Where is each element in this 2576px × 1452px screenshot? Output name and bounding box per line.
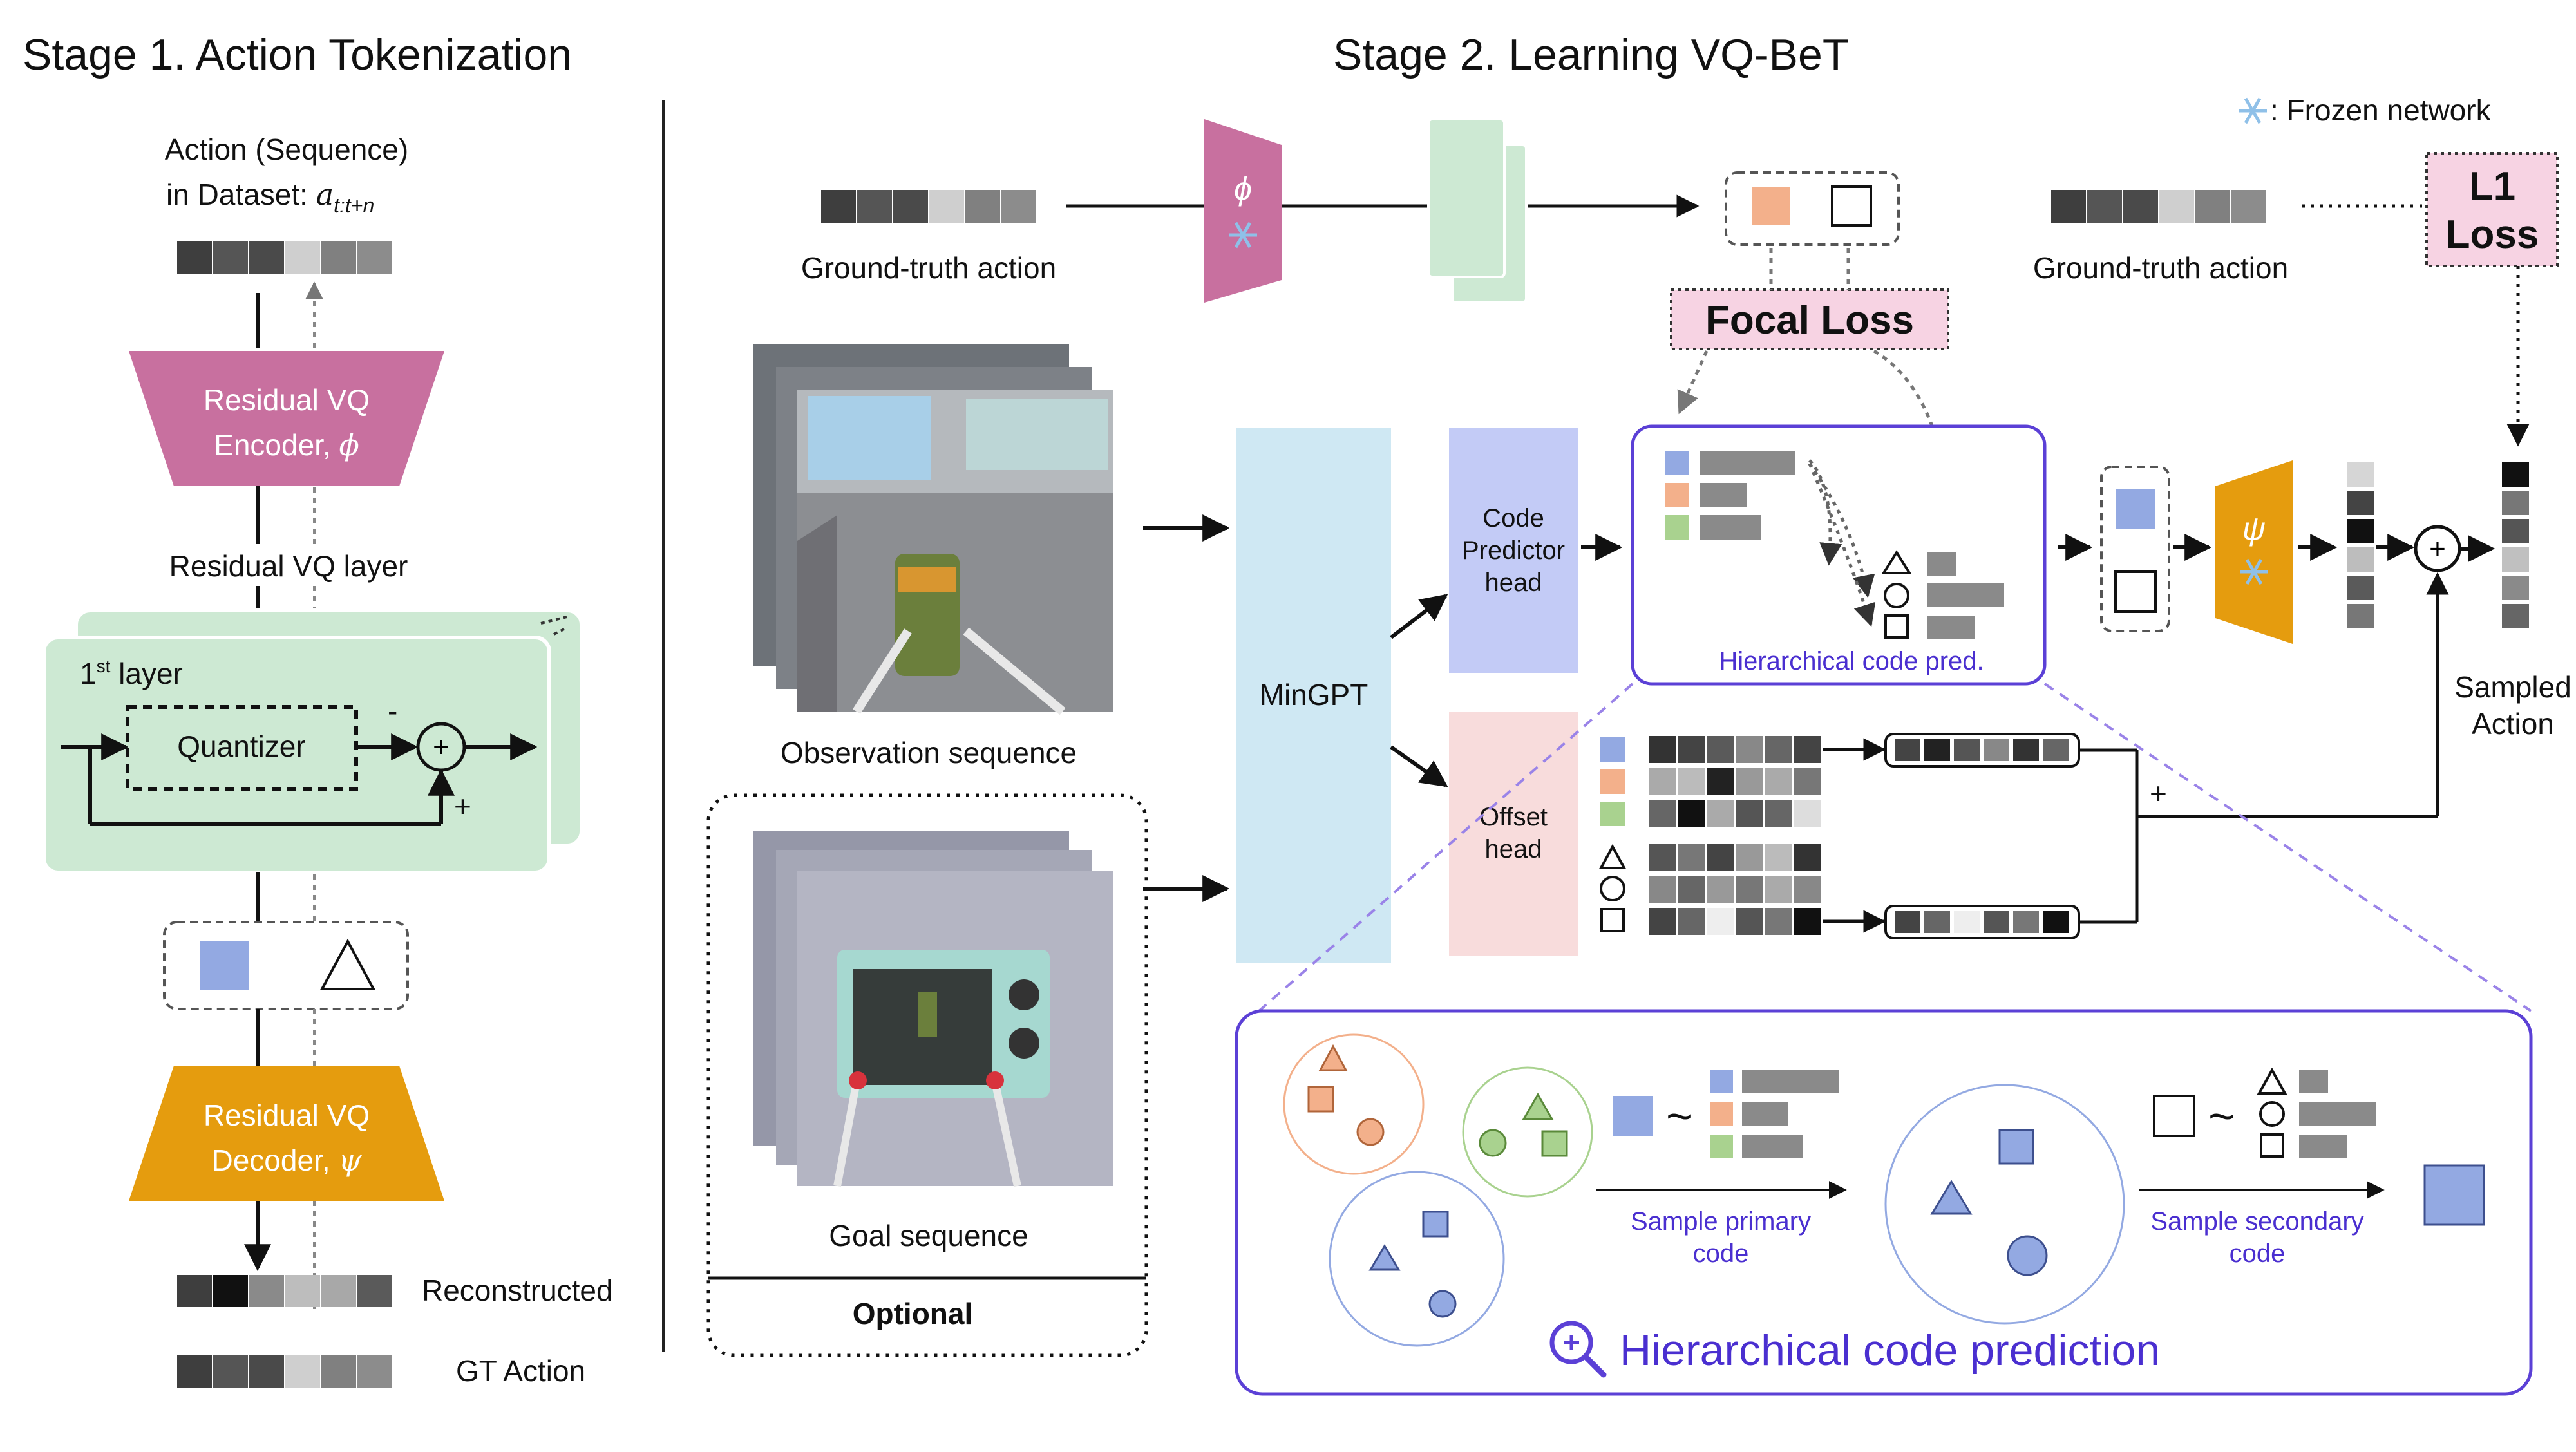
gt-code-orange	[1752, 187, 1790, 225]
mingpt-label: MinGPT	[1260, 678, 1368, 712]
cluster-blue	[1329, 1171, 1505, 1347]
observation-label: Observation sequence	[781, 736, 1077, 769]
hier-code-prediction-panel	[1235, 1009, 2533, 1396]
stage2-title: Stage 2. Learning VQ-BeT	[1333, 30, 1849, 79]
gt-code-box	[1725, 171, 1900, 246]
code-head-label-2: Predictor	[1462, 536, 1565, 565]
tilde-secondary: ~	[2208, 1091, 2235, 1142]
sampled-action-label-2: Action	[2472, 707, 2554, 740]
minus-sign: -	[388, 694, 397, 728]
gt-action-bar-right	[2051, 190, 2266, 223]
svg-text:+: +	[433, 731, 450, 763]
frozen-icon	[2239, 99, 2267, 123]
vq-layer-stack-front	[1427, 118, 1506, 278]
offset-head	[1449, 712, 1578, 956]
hier-code-pred-label: Hierarchical code pred.	[1719, 647, 1984, 675]
hier-code-pred-box	[1631, 424, 2047, 686]
gt-action-right-label: Ground-truth action	[2033, 251, 2288, 285]
gt-action-left-label: Ground-truth action	[801, 251, 1056, 285]
reconstructed-label: Reconstructed	[422, 1274, 613, 1307]
l1-loss-box	[2425, 152, 2559, 267]
sampled-action-column	[2502, 462, 2529, 628]
psi-symbol: ψ	[2242, 511, 2266, 547]
gt-code-empty	[1831, 185, 1872, 227]
svg-text:+: +	[2429, 533, 2446, 565]
code-head-label-1: Code	[1482, 504, 1544, 533]
code-triangle	[319, 938, 376, 990]
offset-grid-primary	[1649, 736, 1821, 827]
offset-head-label-1: Offset	[1479, 803, 1548, 831]
quantizer-label: Quantizer	[177, 730, 305, 763]
cluster-selected-blue	[1884, 1084, 2125, 1325]
cluster-green	[1462, 1066, 1593, 1198]
stage1-title: Stage 1. Action Tokenization	[23, 30, 572, 79]
focal-loss-box	[1670, 288, 1949, 350]
hier-code-prediction-title: Hierarchical code prediction	[1620, 1326, 2160, 1375]
decoder-label-2: Decoder, ψ	[212, 1143, 363, 1178]
offset-grid-secondary	[1649, 844, 1821, 935]
vq-layer-front	[42, 636, 551, 874]
phi-symbol: ϕ	[1234, 171, 1252, 207]
cluster-orange	[1283, 1033, 1425, 1175]
code-square-blue	[200, 941, 249, 990]
frozen-encoder-phi	[1204, 119, 1282, 303]
tilde-primary: ~	[1666, 1091, 1693, 1142]
final-code-square	[2423, 1164, 2485, 1226]
frozen-decoder-psi	[2215, 460, 2293, 644]
rvq-encoder	[129, 351, 444, 486]
l1-loss-label-1: L1	[2469, 164, 2515, 209]
code-head-label-3: head	[1485, 569, 1542, 597]
plus-sign: +	[454, 789, 471, 823]
goal-label: Goal sequence	[829, 1219, 1028, 1252]
encoder-label-1: Residual VQ	[204, 383, 370, 417]
gt-action-bar-left	[821, 190, 1036, 223]
observation-image-stack	[753, 344, 1113, 715]
first-layer-label: 1st layer	[80, 656, 183, 690]
sum-node	[416, 722, 466, 772]
decoded-action-column	[2347, 462, 2374, 628]
optional-label: Optional	[853, 1297, 973, 1330]
sample-secondary-label-2: code	[2230, 1240, 2286, 1268]
offset-plus-sign: +	[2150, 777, 2167, 810]
focal-loss-label: Focal Loss	[1705, 298, 1914, 343]
decoder-label-1: Residual VQ	[204, 1098, 370, 1132]
zoom-magnifier-icon	[1549, 1321, 1607, 1378]
sample-primary-label-2: code	[1693, 1240, 1749, 1268]
action-seq-label-2: in Dataset: at:t+n	[166, 177, 374, 217]
vq-layer-label: Residual VQ layer	[169, 549, 408, 583]
optional-box	[706, 793, 1148, 1357]
action-bar-input	[177, 241, 392, 274]
action-seq-label-1: Action (Sequence)	[165, 133, 408, 166]
mingpt-block	[1236, 428, 1391, 963]
rvq-decoder	[129, 1066, 444, 1201]
action-bar-reconstructed	[177, 1275, 392, 1307]
sample-secondary-label-1: Sample secondary	[2150, 1207, 2363, 1236]
offset-head-label-2: head	[1485, 835, 1542, 863]
code-predictor-head	[1449, 428, 1578, 673]
frozen-legend: : Frozen network	[2270, 93, 2492, 127]
encoder-label-2: Encoder, ϕ	[214, 428, 359, 462]
action-bar-gt	[177, 1355, 392, 1388]
goal-image-stack	[753, 831, 1113, 1187]
code-pair-box	[163, 921, 409, 1010]
sum-node-output	[2414, 525, 2461, 572]
sampled-action-label-1: Sampled	[2454, 670, 2571, 704]
l1-loss-label-2: Loss	[2446, 212, 2539, 257]
sample-primary-label-1: Sample primary	[1631, 1207, 1811, 1236]
gt-action-label: GT Action	[456, 1354, 585, 1388]
predicted-code-box	[2100, 466, 2170, 632]
